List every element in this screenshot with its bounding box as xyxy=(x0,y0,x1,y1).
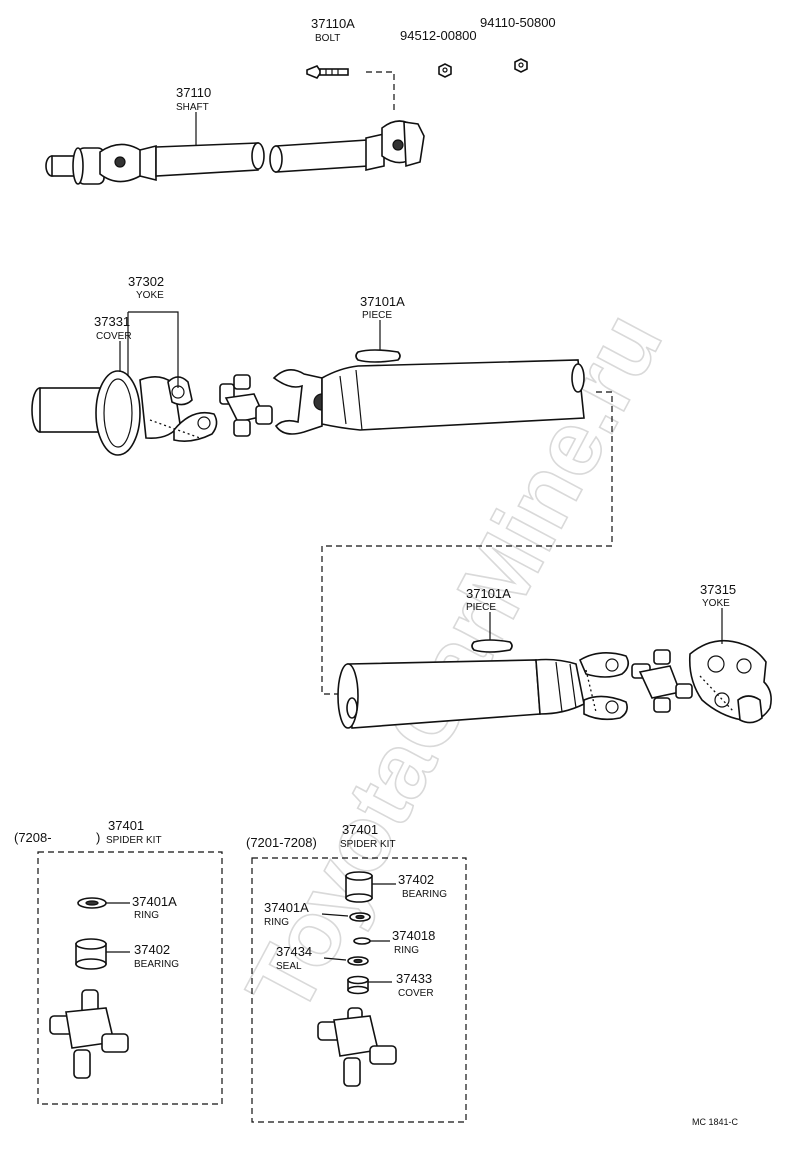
shaft-connection-line xyxy=(321,391,613,695)
bolt-guide-line xyxy=(366,71,395,112)
yoke-front-name: YOKE xyxy=(136,290,164,301)
kit-right-ring-b-name: RING xyxy=(394,945,419,956)
shaft-name: SHAFT xyxy=(176,102,209,113)
nut-94110-50800[interactable] xyxy=(514,58,528,73)
kit-left-bearing[interactable] xyxy=(75,938,107,970)
kit-right-bearing[interactable] xyxy=(345,871,373,903)
kit-right-seal-part-number: 37434 xyxy=(276,944,312,959)
kit-right-seal-leader xyxy=(323,957,347,961)
yoke-37315[interactable] xyxy=(688,639,772,724)
kit-left-name: SPIDER KIT xyxy=(106,835,162,846)
piece-upper-name: PIECE xyxy=(362,310,392,321)
nut-94512-00800[interactable] xyxy=(438,63,452,78)
kit-right-cover-part-number: 37433 xyxy=(396,971,432,986)
kit-left-spider[interactable] xyxy=(49,989,129,1079)
cover-front-part-number: 37331 xyxy=(94,314,130,329)
bolt-name: BOLT xyxy=(315,33,340,44)
figure-code: MC 1841-C xyxy=(692,1117,739,1127)
kit-right-part-number: 37401 xyxy=(342,822,378,837)
kit-right-seal-name: SEAL xyxy=(276,961,302,972)
kit-right-name: SPIDER KIT xyxy=(340,839,396,850)
yoke-front-bracket xyxy=(127,311,179,388)
kit-right-box xyxy=(251,857,467,1123)
kit-left-ring-name: RING xyxy=(134,910,159,921)
kit-left-ring[interactable] xyxy=(77,897,107,909)
piece-lower[interactable] xyxy=(471,639,513,653)
yoke-front-part-number: 37302 xyxy=(128,274,164,289)
nut-a-part-number: 94512-00800 xyxy=(400,28,477,43)
kit-right-bearing-name: BEARING xyxy=(402,889,447,900)
kit-right-seal[interactable] xyxy=(347,956,369,966)
shaft-part-number: 37110 xyxy=(176,85,211,100)
kit-left-bearing-name: BEARING xyxy=(134,959,179,970)
kit-right-ring-a[interactable] xyxy=(349,912,371,922)
kit-right-period: (7201-7208) xyxy=(246,835,317,850)
kit-left-period-close: ) xyxy=(96,830,100,845)
piece-lower-part-number: 37101A xyxy=(466,586,511,601)
yoke-rear-name: YOKE xyxy=(702,598,730,609)
cover-front-name: COVER xyxy=(96,331,132,342)
bolt-part-number: 37110A xyxy=(311,16,355,31)
yoke-rear-part-number: 37315 xyxy=(700,582,736,597)
kit-left-part-number: 37401 xyxy=(108,818,144,833)
kit-right-cover-name: COVER xyxy=(398,988,434,999)
tube-middle[interactable] xyxy=(272,359,585,435)
kit-left-ring-part-number: 37401A xyxy=(132,894,177,909)
piece-upper[interactable] xyxy=(355,349,401,363)
bolt-37110a[interactable] xyxy=(306,65,349,79)
kit-right-ring-b[interactable] xyxy=(353,937,371,945)
piece-upper-part-number: 37101A xyxy=(360,294,405,309)
kit-right-spider[interactable] xyxy=(317,1007,397,1087)
kit-right-cover[interactable] xyxy=(347,975,369,995)
cover-37331[interactable] xyxy=(31,370,141,456)
kit-right-ring-a-part-number: 37401A xyxy=(264,900,309,915)
tube-lower[interactable] xyxy=(337,652,630,729)
piece-lower-name: PIECE xyxy=(466,602,496,613)
spider-lower[interactable] xyxy=(631,649,693,713)
kit-right-ring-a-leader xyxy=(321,913,349,917)
kit-right-ring-b-part-number: 374018 xyxy=(392,928,435,943)
kit-left-box xyxy=(37,851,223,1105)
kit-right-ring-a-name: RING xyxy=(264,917,289,928)
spider-middle[interactable] xyxy=(219,374,273,437)
yoke-37302[interactable] xyxy=(139,376,218,442)
kit-left-bearing-part-number: 37402 xyxy=(134,942,170,957)
nut-b-part-number: 94110-50800 xyxy=(480,15,556,30)
kit-right-bearing-part-number: 37402 xyxy=(398,872,434,887)
kit-left-period: (7208- xyxy=(14,830,52,845)
shaft-37110[interactable] xyxy=(45,120,425,185)
